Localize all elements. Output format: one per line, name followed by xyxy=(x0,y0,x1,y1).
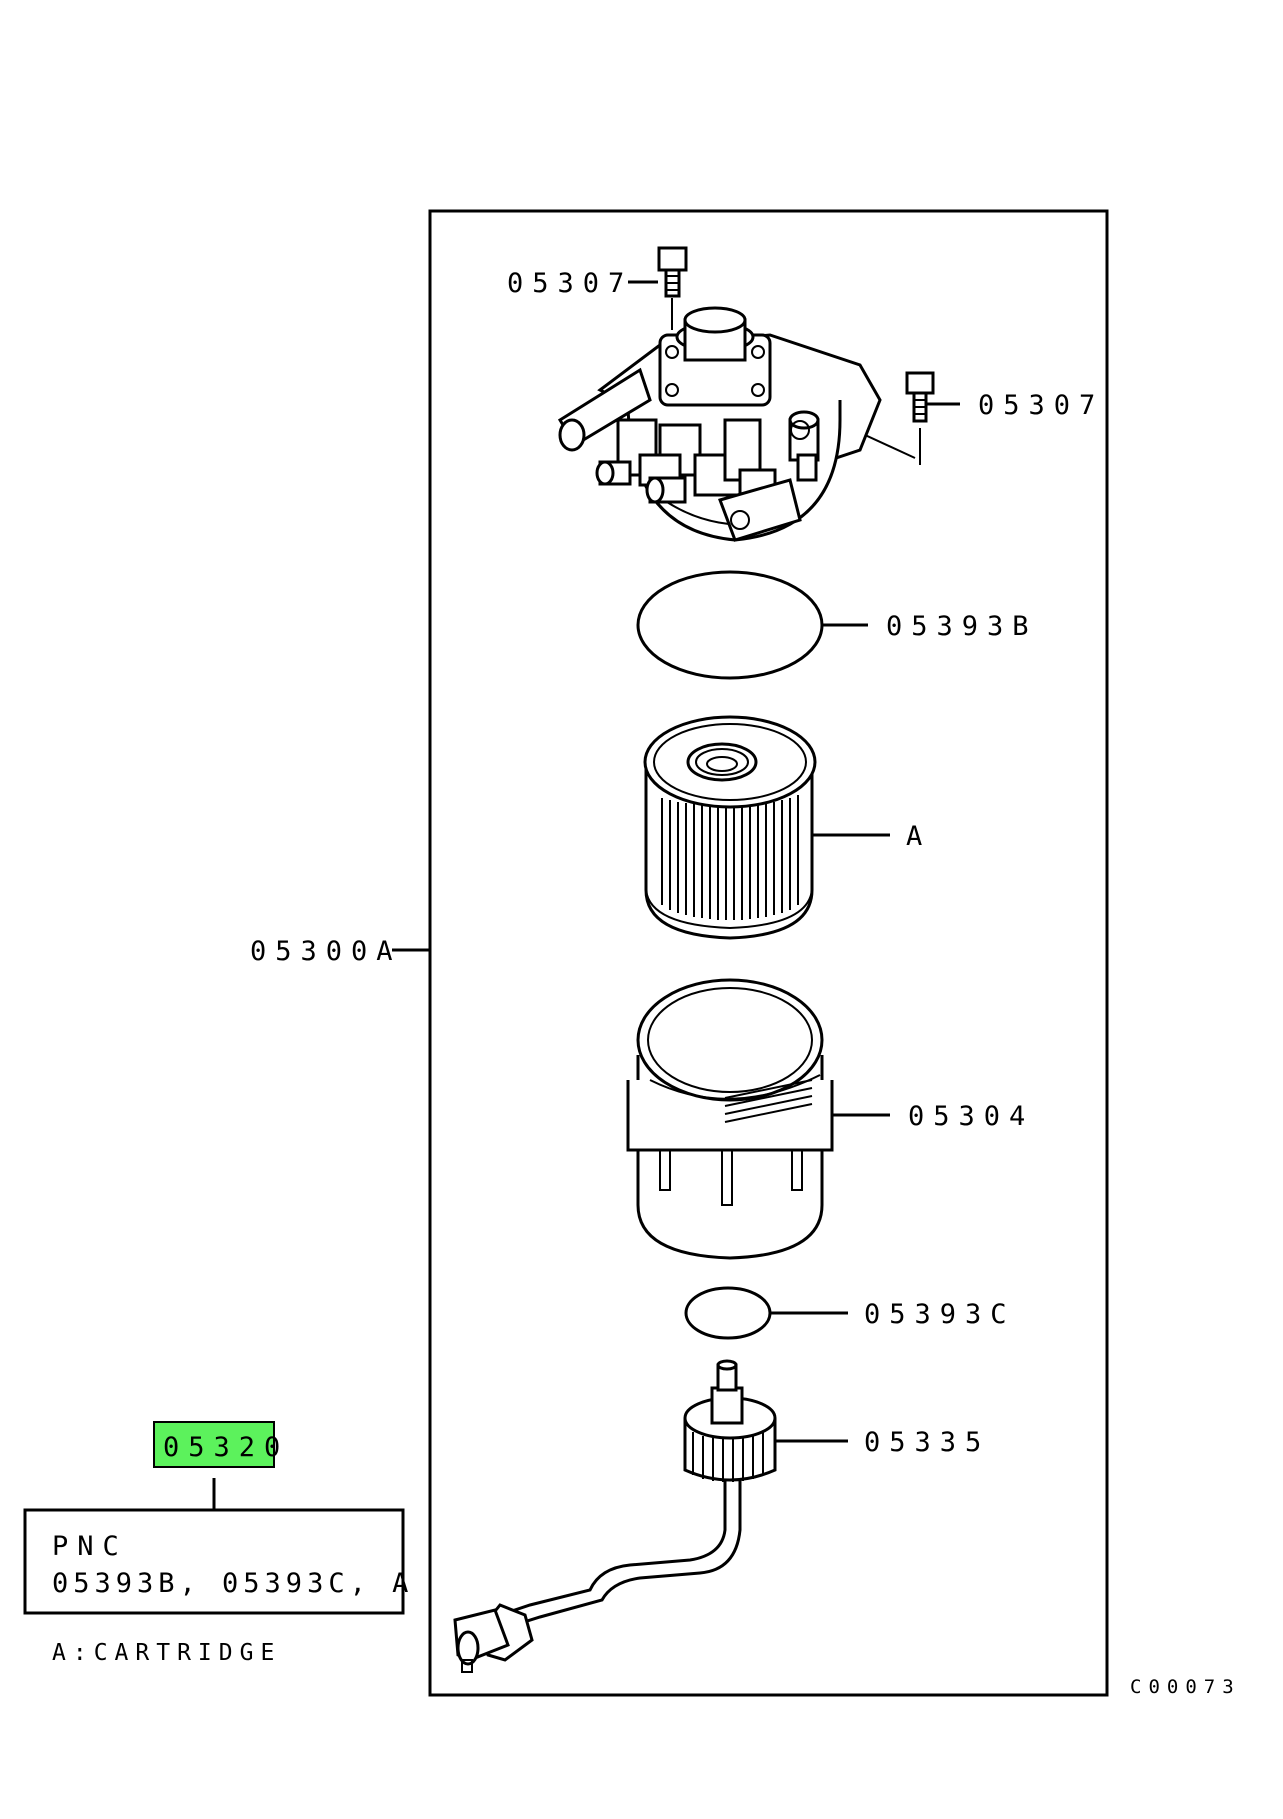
label-bolt-top[interactable]: 05307 xyxy=(507,268,633,299)
label-oring-small[interactable]: 05393C xyxy=(864,1299,1016,1330)
label-assembly[interactable]: 05300A xyxy=(250,936,402,967)
label-highlight-05320[interactable]: 05320 xyxy=(163,1432,289,1463)
bolt-right-part[interactable] xyxy=(799,371,935,465)
bolt-top-part[interactable] xyxy=(657,246,688,330)
label-cartridge[interactable]: A xyxy=(906,821,931,852)
cartridge-part[interactable] xyxy=(643,715,817,940)
pnc-box xyxy=(23,1508,405,1615)
label-oring-large[interactable]: 05393B xyxy=(886,611,1038,642)
label-sensor[interactable]: 05335 xyxy=(864,1427,990,1458)
cartridge-note: A:CARTRIDGE xyxy=(52,1640,281,1666)
drawing-code: C00073 xyxy=(1130,1676,1241,1698)
label-bolt-right[interactable]: 05307 xyxy=(978,390,1104,421)
oring-large-part[interactable] xyxy=(636,570,824,680)
assembly-frame xyxy=(428,209,1109,1697)
oring-small-part[interactable] xyxy=(684,1286,772,1340)
pnc-parts: 05393B, 05393C, A xyxy=(52,1568,413,1599)
filter-head-part[interactable] xyxy=(557,306,882,542)
label-case[interactable]: 05304 xyxy=(908,1101,1034,1132)
highlight-05320-box[interactable] xyxy=(153,1421,275,1468)
pnc-heading: PNC xyxy=(52,1531,128,1562)
sensor-part[interactable] xyxy=(453,1359,777,1673)
filter-case-part[interactable] xyxy=(626,978,834,1260)
